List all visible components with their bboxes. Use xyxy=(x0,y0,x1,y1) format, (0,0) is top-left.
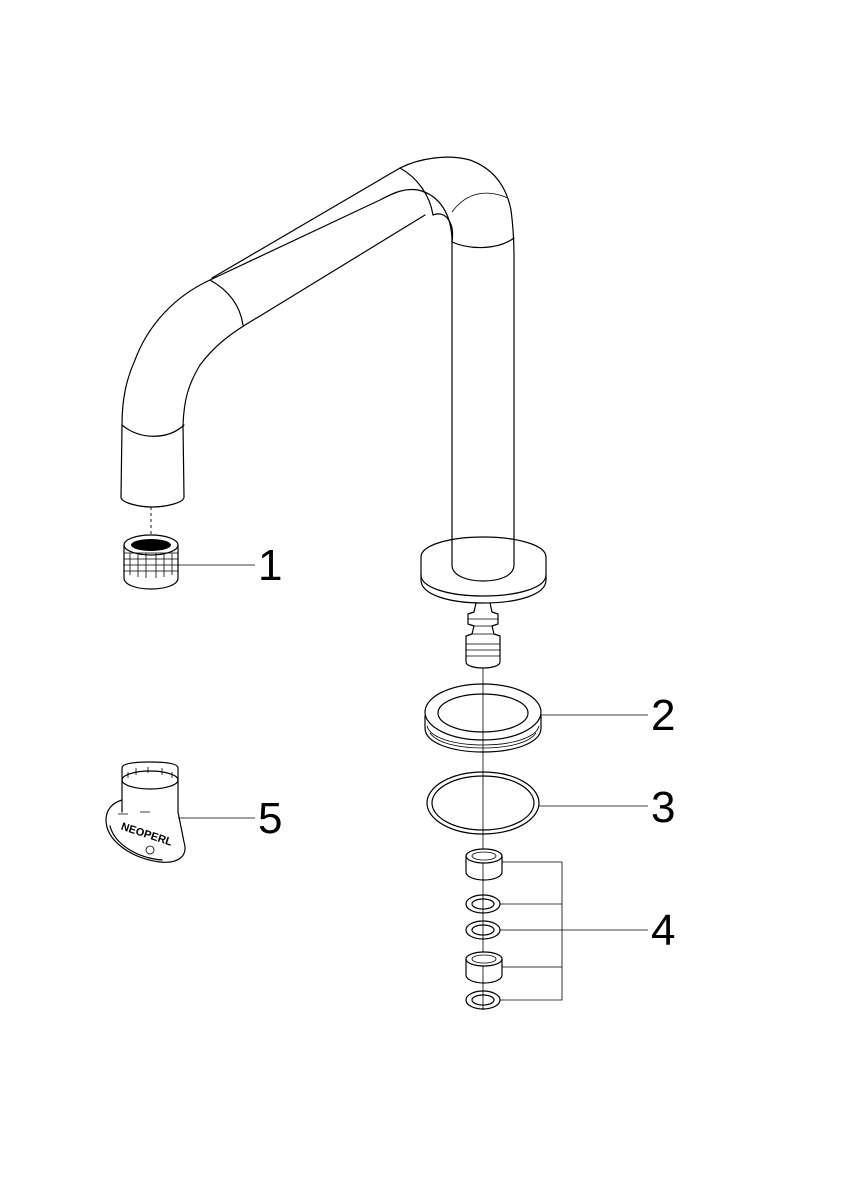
part-2-threaded-ring xyxy=(424,683,542,753)
part-3-o-ring xyxy=(426,771,540,835)
threaded-stem xyxy=(465,602,501,669)
callout-3: 3 xyxy=(651,783,675,832)
part-5-aerator-key: NEOPERL xyxy=(105,761,186,863)
bushing-top xyxy=(465,848,503,881)
part-4-fittings-set xyxy=(465,848,563,1010)
bushing-bottom xyxy=(465,951,503,984)
tool-logo-text: NEOPERL xyxy=(119,821,174,849)
faucet-spout xyxy=(120,156,515,566)
leader-lines xyxy=(178,564,648,931)
base-flange xyxy=(420,536,547,604)
callout-5: 5 xyxy=(258,794,282,843)
part-1-aerator xyxy=(123,507,179,590)
callout-4: 4 xyxy=(651,906,675,955)
callout-labels: 1 2 3 4 5 xyxy=(258,541,675,955)
callout-2: 2 xyxy=(651,691,675,740)
callout-1: 1 xyxy=(258,541,282,590)
part-4-bracket xyxy=(500,861,563,1001)
